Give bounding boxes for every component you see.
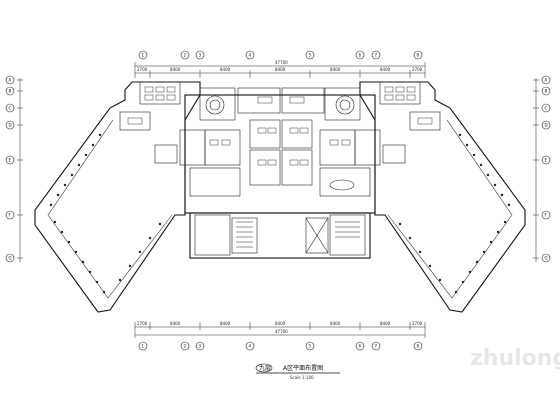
svg-text:B: B	[545, 89, 548, 94]
svg-text:G: G	[9, 256, 12, 261]
bottom-dim-2: 8400	[170, 321, 181, 326]
top-dim-1: 2700	[137, 67, 148, 72]
svg-text:E: E	[9, 158, 12, 163]
top-segment-labels: 2700 8400 8400 8400 8400 8400 2700	[137, 67, 423, 72]
svg-text:2: 2	[184, 344, 187, 349]
svg-text:C: C	[9, 106, 12, 111]
svg-text:2: 2	[184, 53, 187, 58]
svg-text:4: 4	[249, 344, 252, 349]
svg-text:7: 7	[375, 344, 378, 349]
top-dim-4: 8400	[275, 67, 286, 72]
office-rooms	[119, 81, 441, 197]
svg-text:1: 1	[142, 344, 145, 349]
building-outline	[34, 81, 526, 313]
svg-text:8: 8	[417, 344, 420, 349]
svg-text:E: E	[545, 158, 548, 163]
bottom-dim-1: 2700	[137, 321, 148, 326]
right-axis-bubbles	[541, 75, 551, 263]
svg-text:D: D	[545, 123, 548, 128]
svg-text:5: 5	[309, 344, 312, 349]
title-bubble	[255, 363, 273, 373]
desk-furniture	[127, 86, 433, 166]
planter-beds	[49, 133, 511, 294]
scale-note: Scale 1:100	[290, 375, 314, 380]
svg-text:8: 8	[417, 53, 420, 58]
top-dim-5: 8400	[330, 67, 341, 72]
title-prefix: 九层	[259, 364, 271, 372]
svg-text:5: 5	[309, 53, 312, 58]
top-dim-6: 8400	[380, 67, 391, 72]
svg-text:4: 4	[249, 53, 252, 58]
top-dim-3: 8400	[220, 67, 231, 72]
svg-text:G: G	[545, 256, 548, 261]
top-axis-bubbles	[138, 50, 423, 60]
bottom-dim-4: 8400	[275, 321, 286, 326]
svg-text:A: A	[9, 78, 12, 83]
top-axis-labels: 1 2 3 4 5 6 7 8	[142, 53, 420, 58]
bottom-dim-3: 8400	[220, 321, 231, 326]
bottom-dimension-chain	[134, 322, 426, 338]
svg-text:6: 6	[359, 344, 362, 349]
watermark: zhulong.com	[470, 346, 560, 371]
right-dimension-chain	[533, 78, 539, 262]
bottom-dim-5: 8400	[330, 321, 341, 326]
svg-text:B: B	[9, 89, 12, 94]
svg-text:A: A	[545, 78, 548, 83]
service-core	[194, 214, 366, 256]
svg-text:1: 1	[142, 53, 145, 58]
bottom-dim-7: 2700	[412, 321, 423, 326]
svg-text:3: 3	[199, 344, 202, 349]
wing-inner-walls	[47, 119, 513, 299]
drawing-title: A区平面布置图	[283, 364, 323, 372]
left-dimension-chain	[17, 78, 23, 262]
top-dim-2: 8400	[170, 67, 181, 72]
bottom-axis-bubbles	[138, 341, 423, 351]
bottom-axis-labels: 1 2 3 4 5 6 7 8	[142, 344, 420, 349]
top-dimension-chain	[134, 62, 426, 78]
svg-text:3: 3	[199, 53, 202, 58]
right-axis-labels: A B C D E F G	[545, 78, 548, 261]
round-meeting-tables	[205, 95, 355, 191]
bottom-segment-labels: 2700 8400 8400 8400 8400 8400 2700	[137, 321, 423, 326]
svg-text:7: 7	[375, 53, 378, 58]
svg-text:F: F	[9, 213, 12, 218]
left-axis-labels: A B C D E F G	[9, 78, 12, 261]
svg-text:6: 6	[359, 53, 362, 58]
svg-text:F: F	[545, 213, 548, 218]
left-axis-bubbles	[5, 75, 15, 263]
svg-text:C: C	[545, 106, 548, 111]
top-overall-dimension: 47700	[275, 60, 288, 65]
bottom-overall-dimension: 47700	[275, 329, 288, 334]
drawing-title-block: 九层 A区平面布置图 Scale 1:100	[255, 363, 340, 380]
bottom-dim-6: 8400	[380, 321, 391, 326]
svg-text:D: D	[9, 123, 12, 128]
top-dim-7: 2700	[412, 67, 423, 72]
